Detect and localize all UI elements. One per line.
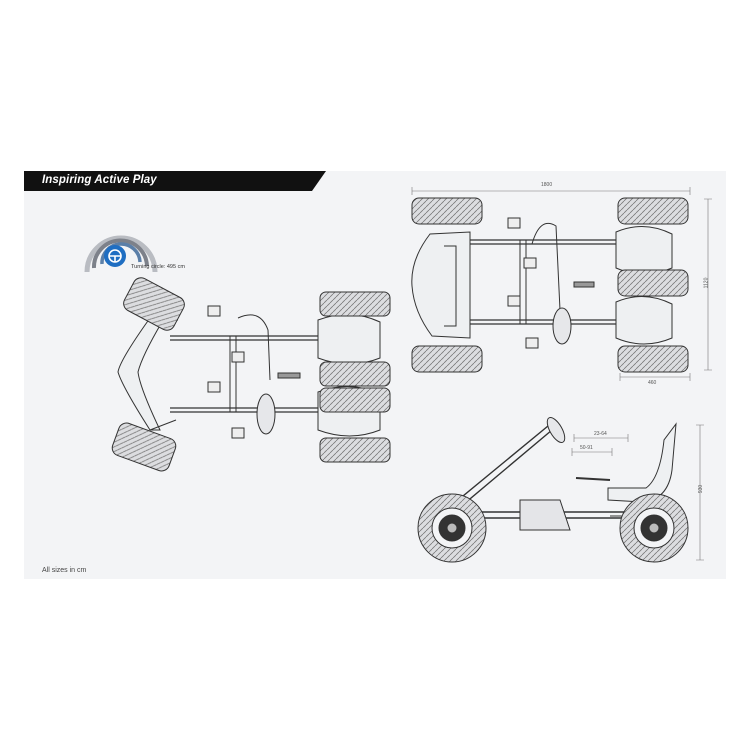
turning-top-view <box>111 277 391 472</box>
dimension-pedal-range: 50-91 <box>580 445 593 451</box>
side-view <box>417 417 704 563</box>
dimension-width: 1800 <box>541 182 553 188</box>
dimension-track: 460 <box>648 380 657 386</box>
sizes-footnote: All sizes in cm <box>42 567 87 574</box>
dimension-seat-range: 23-64 <box>594 431 607 437</box>
turning-circle-label: Turning circle: 495 cm <box>131 264 185 270</box>
dimension-length: 1120 <box>703 277 710 289</box>
title-banner <box>24 171 326 191</box>
top-view <box>411 187 712 381</box>
turning-circle-icon <box>84 235 158 273</box>
dimension-height: 930 <box>698 484 705 494</box>
banner-title: Inspiring Active Play <box>42 174 157 186</box>
